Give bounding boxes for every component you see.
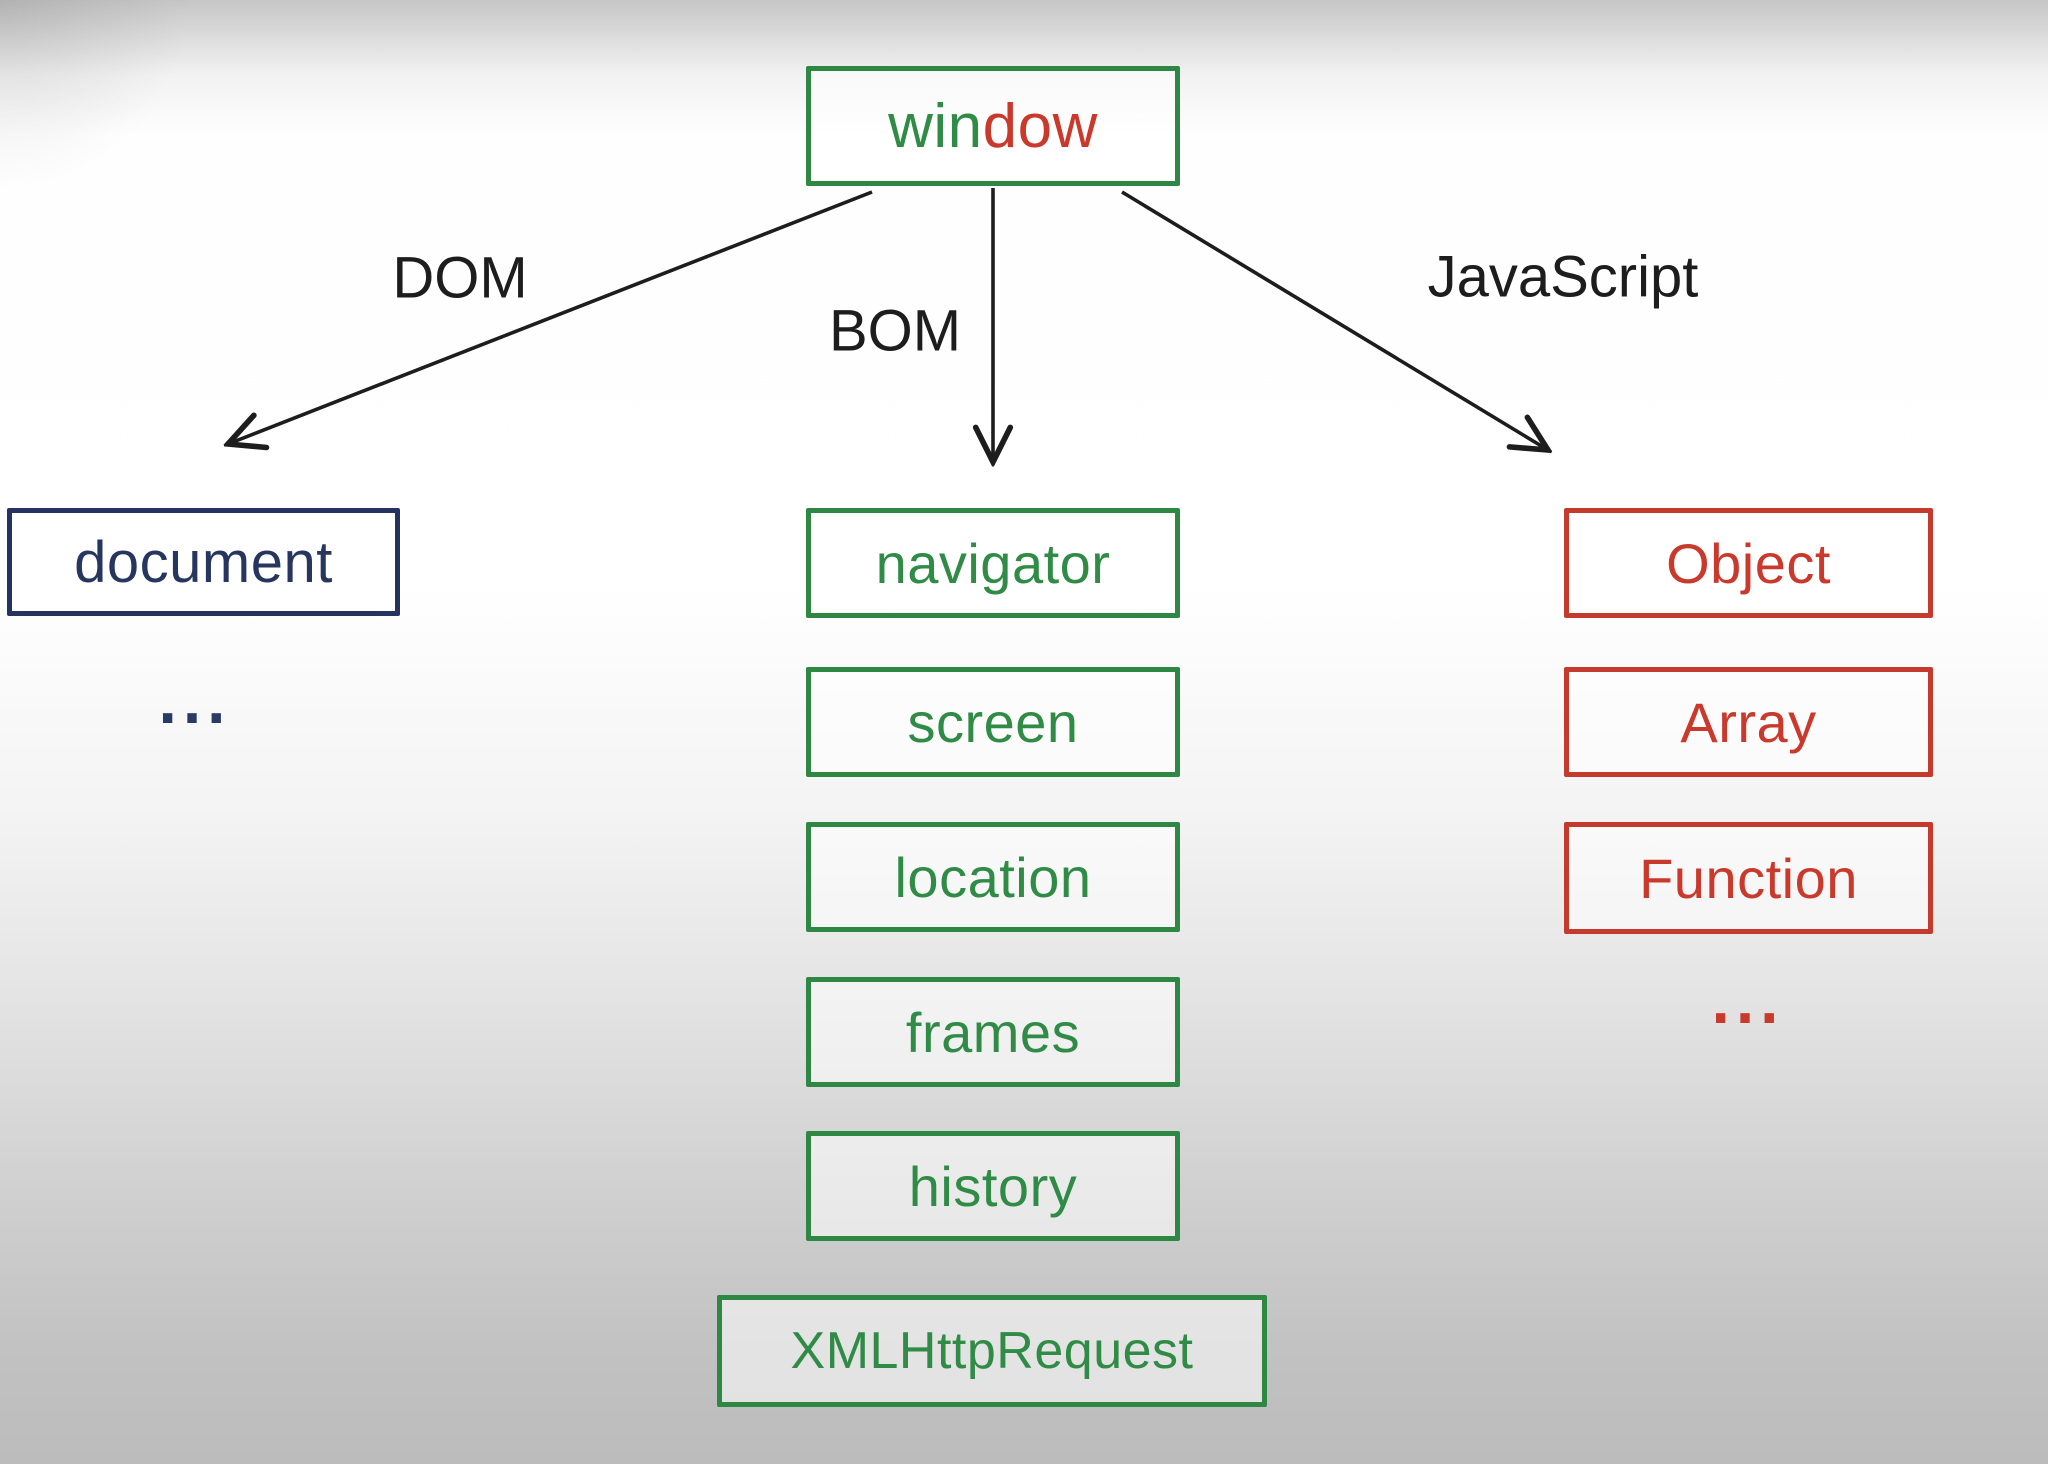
bom-box-navigator-label: navigator bbox=[875, 531, 1111, 595]
bom-box-history: history bbox=[806, 1131, 1180, 1241]
document-box: document bbox=[7, 508, 400, 616]
bom-box-screen-label: screen bbox=[907, 690, 1079, 754]
js-box-object: Object bbox=[1564, 508, 1933, 618]
bom-edge-label: BOM bbox=[828, 298, 962, 364]
js-more-ellipsis: ... bbox=[1711, 963, 1785, 1037]
dom-arrow bbox=[228, 190, 873, 444]
js-box-object-label: Object bbox=[1666, 531, 1831, 595]
bom-box-location-label: location bbox=[894, 845, 1092, 909]
bom-box-xmlhttprequest: XMLHttpRequest bbox=[717, 1295, 1267, 1407]
js-box-function-label: Function bbox=[1639, 846, 1858, 910]
dom-more-ellipsis: ... bbox=[158, 663, 232, 737]
js-box-function: Function bbox=[1564, 822, 1933, 934]
window-label-dow: dow bbox=[982, 91, 1098, 161]
javascript-edge-label: JavaScript bbox=[1427, 244, 1699, 310]
js-box-array: Array bbox=[1564, 667, 1933, 777]
dom-edge-label: DOM bbox=[392, 245, 528, 311]
window-label-win: win bbox=[888, 91, 983, 161]
js-box-array-label: Array bbox=[1680, 690, 1817, 754]
javascript-arrow bbox=[1121, 190, 1548, 450]
bom-box-navigator: navigator bbox=[806, 508, 1180, 618]
window-box-label: window bbox=[888, 91, 1098, 162]
bom-box-location: location bbox=[806, 822, 1180, 932]
bom-box-frames-label: frames bbox=[905, 1000, 1081, 1064]
bom-box-history-label: history bbox=[908, 1154, 1078, 1218]
bom-box-screen: screen bbox=[806, 667, 1180, 777]
bom-box-frames: frames bbox=[806, 977, 1180, 1087]
document-box-label: document bbox=[74, 529, 333, 595]
window-box: window bbox=[806, 66, 1180, 186]
bom-box-xmlhttprequest-label: XMLHttpRequest bbox=[790, 1322, 1194, 1380]
